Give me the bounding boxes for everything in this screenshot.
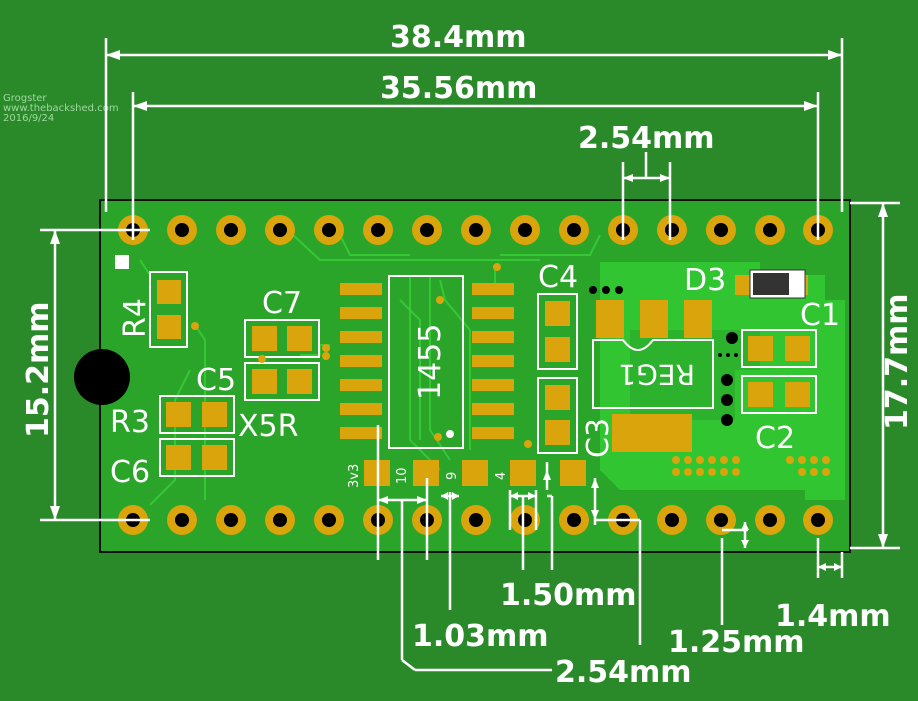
r4-footprint <box>149 271 188 348</box>
label-c5: C5 <box>196 363 236 398</box>
label-pin-10: 10 <box>395 467 410 484</box>
dim-pad-b: 1.03mm <box>412 619 549 654</box>
c2-footprint <box>741 375 817 414</box>
label-pin-4: 4 <box>494 472 509 480</box>
c6-footprint <box>159 438 235 477</box>
traces <box>139 234 601 506</box>
vias-left <box>191 322 330 363</box>
d3-footprint <box>735 269 808 299</box>
dim-row-spacing: 15.2mm <box>21 301 56 438</box>
reg1-footprint <box>589 286 738 452</box>
dim-pad-a: 1.50mm <box>500 578 637 613</box>
dim-overall-width: 38.4mm <box>390 20 527 55</box>
dim-edge-offset: 1.4mm <box>775 599 891 634</box>
label-r3: R3 <box>110 405 150 440</box>
label-c6: C6 <box>110 455 150 490</box>
dim-pin-span: 35.56mm <box>380 71 537 106</box>
dim-pitch-top: 2.54mm <box>578 121 715 156</box>
c5-footprint <box>244 362 320 401</box>
mounting-hole <box>74 349 130 405</box>
label-pin-9: 9 <box>445 472 460 480</box>
credit-author: Grogster <box>3 93 47 104</box>
c1-footprint <box>741 329 817 368</box>
label-ic: 1455 <box>413 324 448 400</box>
label-reg1: REG1 <box>618 358 695 391</box>
ic-1455-footprint <box>340 263 532 449</box>
arrowheads <box>50 50 888 571</box>
c3-footprint <box>537 377 578 454</box>
label-r4: R4 <box>118 298 153 338</box>
label-c1: C1 <box>800 298 840 333</box>
label-c7: C7 <box>262 286 302 321</box>
top-header <box>118 215 833 245</box>
c4-footprint <box>537 293 578 370</box>
dim-overall-height: 17.7mm <box>880 293 915 430</box>
dimension-lines <box>40 38 900 672</box>
dim-pad-c: 1.25mm <box>668 625 805 660</box>
credit-site: www.thebackshed.com <box>3 103 119 114</box>
label-c4: C4 <box>538 260 578 295</box>
credit-date: 2016/9/24 <box>3 113 54 124</box>
label-d3: D3 <box>684 263 726 298</box>
label-3v3: 3v3 <box>347 464 362 488</box>
label-c3: C3 <box>581 418 616 458</box>
label-c2: C2 <box>755 421 795 456</box>
via-field <box>672 456 830 476</box>
c7-footprint <box>244 319 320 358</box>
bottom-pads <box>364 460 586 486</box>
dim-pitch-bottom: 2.54mm <box>555 655 692 690</box>
r3-footprint <box>159 395 235 434</box>
pin1-marker <box>115 255 129 269</box>
label-x5r: X5R <box>238 409 298 444</box>
